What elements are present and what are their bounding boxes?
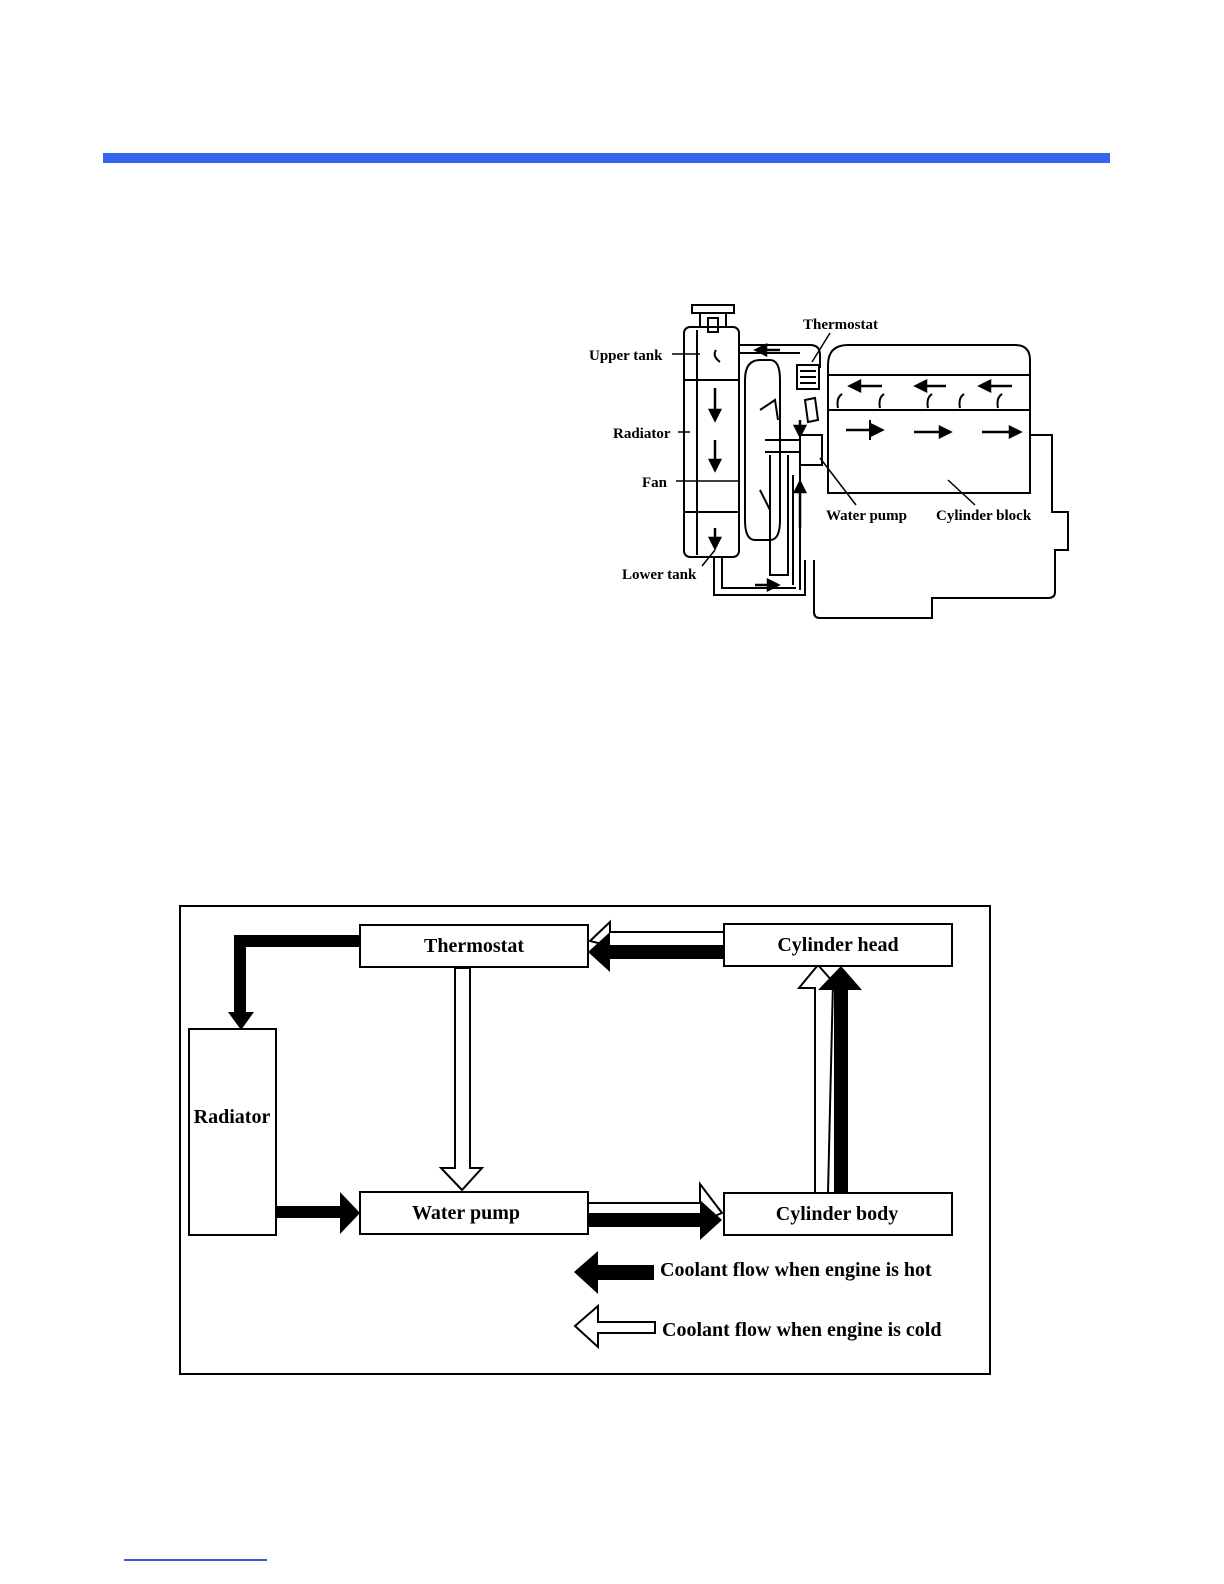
box-radiator [189, 1029, 276, 1235]
box-cylinder-body-label: Cylinder body [776, 1203, 898, 1225]
legend-cold-arrow [575, 1306, 655, 1347]
box-radiator-label: Radiator [194, 1106, 271, 1128]
legend-hot-label: Coolant flow when engine is hot [660, 1259, 932, 1281]
box-water-pump-label: Water pump [412, 1202, 520, 1224]
flow-thermostat-to-radiator [228, 935, 360, 1030]
flow-thermostat-to-pump [441, 968, 482, 1190]
footer-line [124, 1559, 267, 1561]
flow-pump-to-body [588, 1184, 722, 1240]
flow-body-to-head [799, 965, 862, 1193]
legend-hot-arrow [574, 1251, 654, 1294]
legend-cold-label: Coolant flow when engine is cold [662, 1319, 941, 1341]
box-cylinder-head-label: Cylinder head [777, 934, 898, 956]
flow-radiator-to-pump [276, 1192, 360, 1234]
box-thermostat-label: Thermostat [424, 935, 524, 957]
flow-head-to-thermostat [588, 922, 724, 972]
diagram-frame [180, 906, 990, 1374]
